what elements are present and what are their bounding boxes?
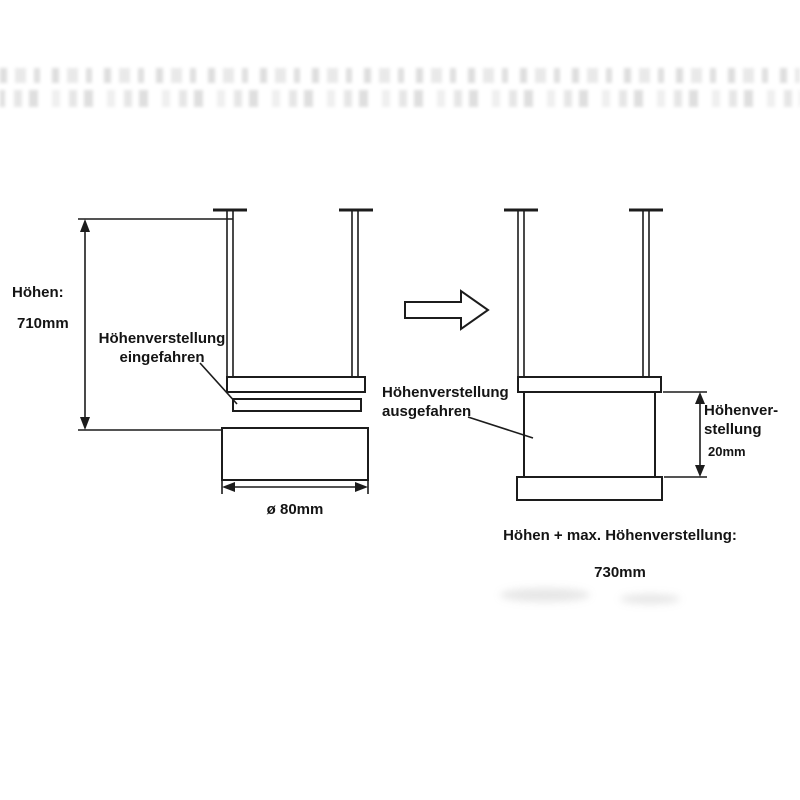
right-side-dimension-label: Höhenver- stellung 20mm xyxy=(704,402,796,460)
right-base-plate xyxy=(516,476,663,501)
right-adjustment-dimension xyxy=(663,391,707,478)
left-adjustment-label: Höhenverstellung eingefahren xyxy=(98,330,226,366)
right-extended-column xyxy=(523,391,656,478)
right-adjustment-label: Höhenverstellung ausgefahren xyxy=(382,384,509,420)
left-height-dimension xyxy=(78,218,233,431)
diameter-dimension xyxy=(221,481,369,494)
diameter-label: ø 80mm xyxy=(266,501,324,518)
right-arrow-icon xyxy=(404,289,490,331)
total-height-value: 730mm xyxy=(594,564,646,581)
height-caption: Höhen: xyxy=(12,284,64,301)
left-pedestal-drawing xyxy=(213,208,373,481)
right-flange-plate xyxy=(517,376,662,393)
left-flange-plate xyxy=(226,376,366,393)
left-adjustment-strip xyxy=(232,398,362,412)
right-side-dimension-value: 20mm xyxy=(708,443,746,459)
left-base-body xyxy=(221,427,369,481)
right-leader-line xyxy=(467,416,534,439)
left-height-label: Höhen: xyxy=(12,284,64,303)
total-height-label: Höhen + max. Höhenverstellung: xyxy=(503,527,737,544)
right-pedestal-drawing xyxy=(504,208,663,501)
left-leader-line xyxy=(199,362,238,405)
left-height-value: 710mm xyxy=(17,315,69,332)
